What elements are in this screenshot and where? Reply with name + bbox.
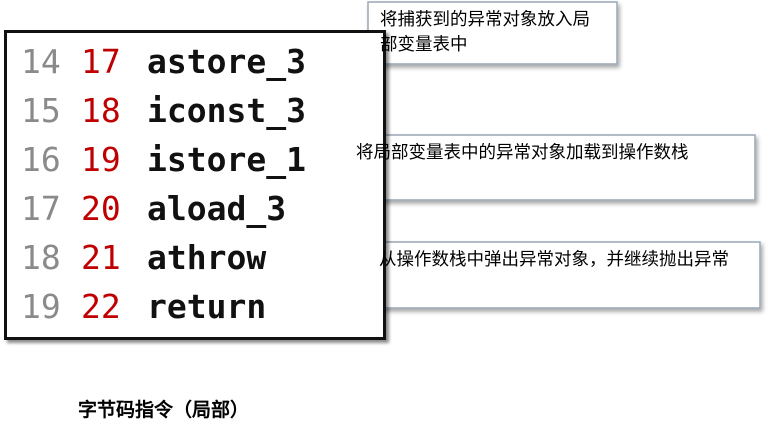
line-number: 19 [21, 287, 61, 326]
instruction: istore_1 [147, 140, 306, 179]
code-line: 17 20 aload_3 [21, 185, 286, 233]
code-line: 15 18 iconst_3 [21, 87, 306, 135]
callout-1-text: 将捕获到的异常对象放入局部变量表中 [380, 10, 590, 55]
bytecode-offset: 21 [81, 238, 121, 277]
bytecode-offset: 17 [81, 42, 121, 81]
callout-3-text: 从操作数栈中弹出异常对象，并继续抛出异常 [379, 250, 729, 270]
line-number: 15 [21, 91, 61, 130]
line-number: 18 [21, 238, 61, 277]
bytecode-offset: 19 [81, 140, 121, 179]
line-number: 16 [21, 140, 61, 179]
code-line: 14 17 astore_3 [21, 38, 306, 86]
instruction: return [147, 287, 267, 326]
code-line: 19 22 return [21, 283, 266, 331]
code-line: 18 21 athrow [21, 234, 266, 282]
code-line: 16 19 istore_1 [21, 136, 306, 184]
instruction: iconst_3 [147, 91, 306, 130]
bytecode-offset: 20 [81, 189, 121, 228]
instruction: aload_3 [147, 189, 287, 228]
bytecode-offset: 22 [81, 287, 121, 326]
bytecode-offset: 18 [81, 91, 121, 130]
line-number: 17 [21, 189, 61, 228]
line-number: 14 [21, 42, 61, 81]
instruction: astore_3 [147, 42, 306, 81]
instruction: athrow [147, 238, 267, 277]
bytecode-listing: 14 17 astore_3 15 18 iconst_3 16 19 istore_1 1… [4, 30, 386, 340]
figure-caption: 字节码指令（局部） [78, 399, 250, 421]
callout-2-text: 将局部变量表中的异常对象加载到操作数栈 [356, 143, 689, 163]
